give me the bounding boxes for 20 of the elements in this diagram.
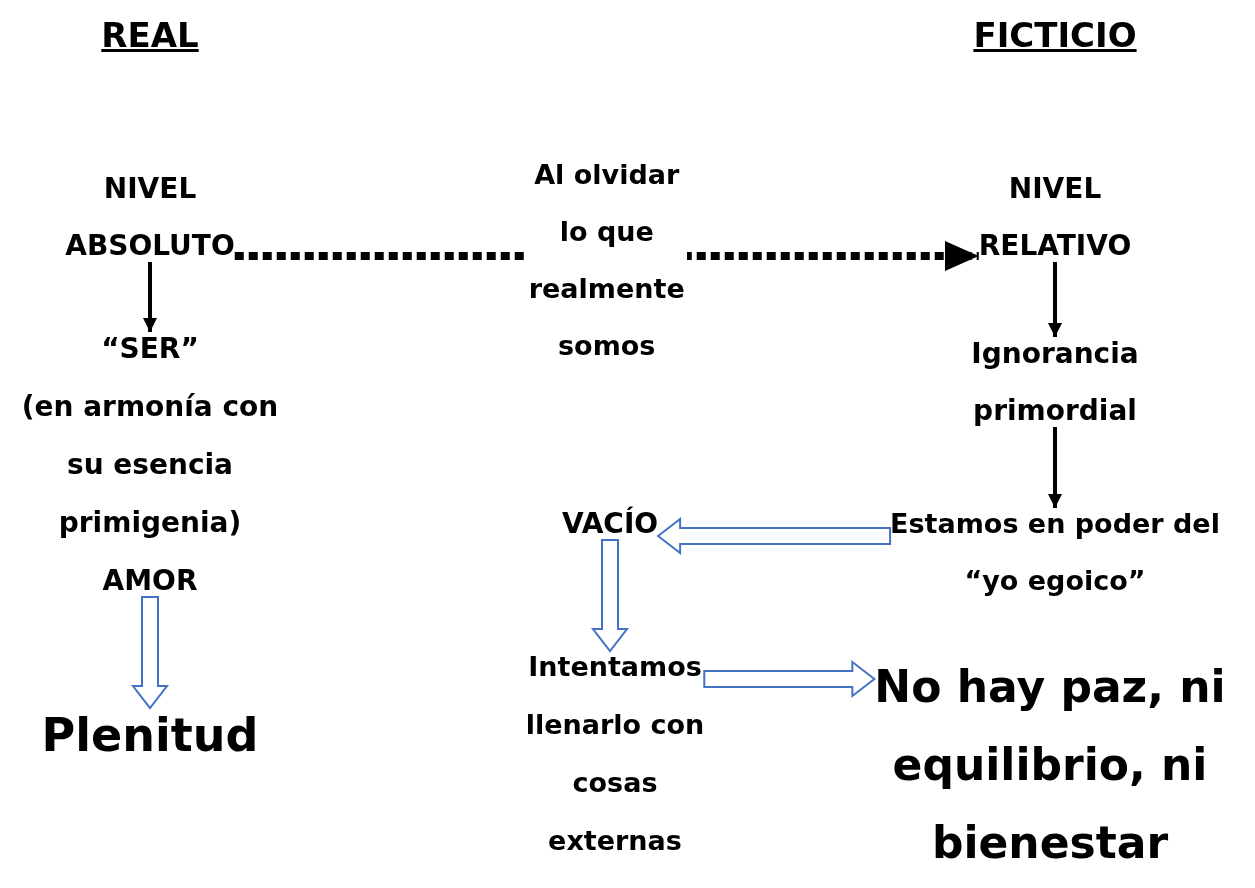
concept-text: No hay paz, ni equilibrio, ni bienestar [873,660,1227,870]
concept-text: “SER” [100,331,200,367]
concept-text: VACÍO [560,505,660,542]
arrow [143,262,157,332]
concept-text: Intentamos llenarlo con cosas externas [524,650,706,858]
concept-text: Plenitud [40,707,260,764]
hollow-arrow [590,539,630,653]
arrow [1048,427,1062,508]
hollow-arrow [703,659,876,699]
hollow-arrow [130,596,170,710]
concept-text: (en armonía con su esencia primigenia) [20,389,280,541]
concept-text: Ignorancia primordial [970,336,1140,429]
concept-text: NIVEL ABSOLUTO [64,171,236,264]
concept-text: AMOR [101,563,199,599]
column-heading: FICTICIO [972,15,1138,55]
concept-text: NIVEL RELATIVO [977,171,1133,264]
arrow [1048,262,1062,337]
concept-text: Estamos en poder del “yo egoico” [889,507,1221,598]
column-heading: REAL [100,15,200,55]
hollow-arrow [656,516,892,556]
